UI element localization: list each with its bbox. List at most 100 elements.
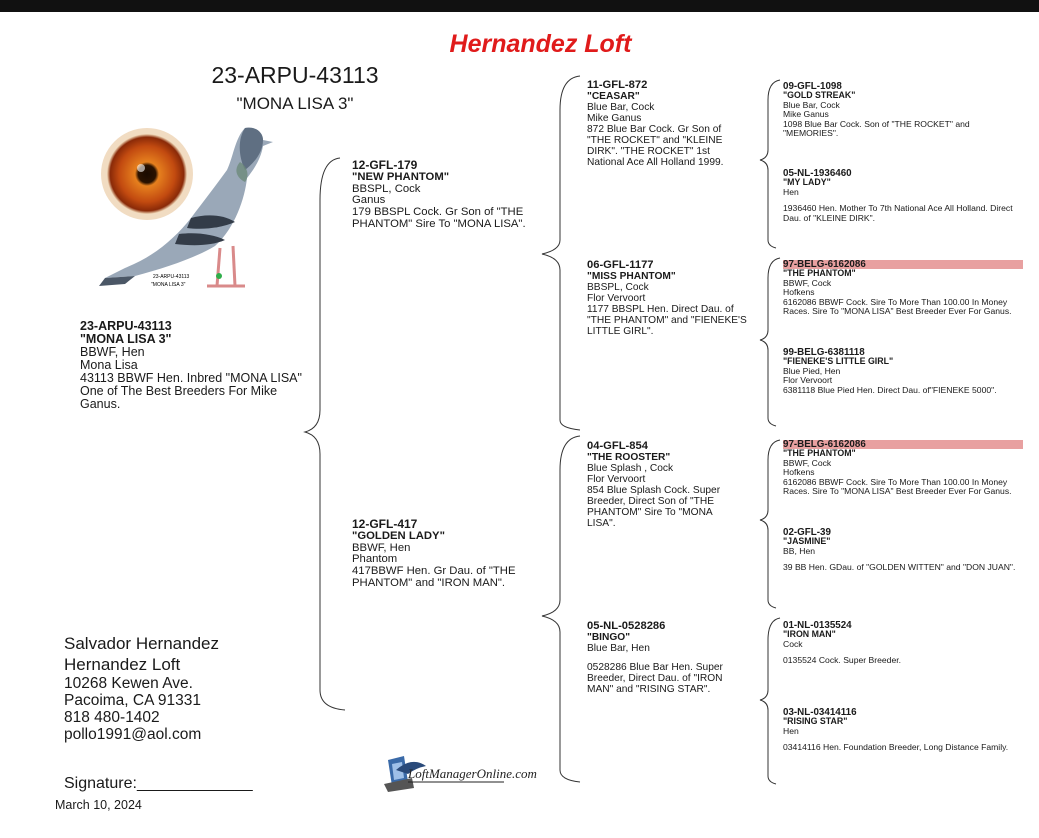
bird-name: "GOLD STREAK" — [783, 90, 856, 101]
loft-title: Hernandez Loft — [449, 30, 632, 58]
bird-color: BBWF, Cock — [783, 277, 832, 288]
bird-strain: Hofkens — [783, 467, 815, 478]
dam-bird: 12-GFL-417 "GOLDEN LADY" BBWF, Hen Phant… — [352, 517, 537, 590]
bird-color: Blue Bar, Cock — [783, 99, 840, 110]
gen1-bird: 23-ARPU-43113 "MONA LISA 3" BBWF, Hen Mo… — [80, 320, 305, 411]
bracket-gen3-1 — [759, 79, 781, 249]
bird-notes: 1098 Blue Bar Cock. Son of "THE ROCKET" … — [783, 118, 970, 139]
bird-name: "THE PHANTOM" — [783, 268, 856, 279]
bracket-gen3-2 — [759, 257, 781, 427]
owner-address-1: 10268 Kewen Ave. — [64, 675, 193, 692]
bird-color: BBWF, Cock — [783, 457, 832, 468]
bird-band: 05-NL-1936460 — [783, 168, 852, 179]
gen3-bird-2: 06-GFL-1177 "MISS PHANTOM" BBSPL, Cock F… — [587, 259, 747, 337]
bird-name: "MY LADY" — [783, 177, 831, 188]
bird-notes: 179 BBSPL Cock. Gr Son of "THE PHANTOM" … — [352, 206, 526, 230]
bracket-gen1 — [303, 157, 346, 711]
gen3-bird-1: 11-GFL-872 "CEASAR" Blue Bar, Cock Mike … — [587, 79, 737, 168]
loftmanager-logo-icon — [384, 756, 504, 792]
bird-color: Cock — [783, 638, 803, 649]
bracket-gen3-3 — [759, 439, 781, 609]
bird-notes: 03414116 Hen. Foundation Breeder, Long D… — [783, 742, 1009, 753]
owner-email: pollo1991@aol.com — [64, 726, 202, 743]
bird-name: "RISING STAR" — [783, 716, 848, 727]
bird-band: 04-GFL-854 — [587, 440, 648, 452]
bird-notes: 6162086 BBWF Cock. Sire To More Than 100… — [783, 476, 1012, 497]
bird-strain: Flor Vervoort — [587, 293, 646, 304]
bird-notes: 1177 BBSPL Hen. Direct Dau. of "THE PHAN… — [587, 304, 747, 337]
owner-name: Salvador Hernandez — [64, 634, 219, 653]
bracket-dam — [541, 435, 581, 783]
bird-name: "THE PHANTOM" — [783, 448, 856, 459]
bird-notes: 6162086 BBWF Cock. Sire To More Than 100… — [783, 296, 1012, 317]
bird-color: Blue Pied, Hen — [783, 365, 841, 376]
bird-color: Blue Bar, Cock — [587, 102, 655, 113]
bird-notes: 1936460 Hen. Mother To 7th National Ace … — [783, 203, 1013, 223]
owner-phone: 818 480-1402 — [64, 709, 160, 726]
bird-color: BBWF, Hen — [352, 541, 411, 554]
gen4-bird-4: 99-BELG-6381118 "FIENEKE'S LITTLE GIRL" … — [783, 347, 1023, 395]
bird-strain: Mike Ganus — [587, 113, 642, 124]
bird-notes: 854 Blue Splash Cock. Super Breeder, Dir… — [587, 485, 721, 529]
bird-band: 03-NL-03414116 — [783, 707, 857, 718]
bracket-sire — [541, 75, 581, 431]
owner-info: Salvador Hernandez Hernandez Loft 10268 … — [64, 633, 219, 743]
bird-band: 12-GFL-417 — [352, 517, 418, 531]
bird-color: Blue Bar, Hen — [587, 643, 650, 654]
gen3-bird-3: 04-GFL-854 "THE ROOSTER" Blue Splash , C… — [587, 440, 735, 529]
subject-name: "MONA LISA 3" — [236, 94, 354, 113]
gen4-bird-5: 97-BELG-6162086 "THE PHANTOM" BBWF, Cock… — [783, 439, 1025, 497]
bird-color: BBWF, Hen — [80, 345, 145, 359]
photo-caption-name: "MONA LISA 3" — [151, 282, 186, 288]
subject-band: 23-ARPU-43113 — [211, 62, 379, 88]
bird-strain: Ganus — [352, 194, 386, 207]
bird-name: "NEW PHANTOM" — [352, 170, 450, 183]
bird-color: BB, Hen — [783, 545, 816, 556]
bird-notes: 0528286 Blue Bar Hen. Super Breeder, Dir… — [587, 662, 723, 695]
bird-name: "CEASAR" — [587, 91, 640, 102]
bird-color: BBSPL, Cock — [352, 182, 421, 195]
bird-band: 06-GFL-1177 — [587, 259, 654, 271]
print-date: March 10, 2024 — [55, 798, 142, 812]
bird-strain: Mike Ganus — [783, 109, 829, 120]
pigeon-photo: 23-ARPU-43113 "MONA LISA 3" — [99, 127, 273, 288]
bird-band: 02-GFL-39 — [783, 527, 831, 538]
gen3-bird-4: 05-NL-0528286 "BINGO" Blue Bar, Hen 0528… — [587, 620, 735, 695]
bird-name: "GOLDEN LADY" — [352, 529, 445, 542]
gen4-bird-7: 01-NL-0135524 "IRON MAN" Cock 0135524 Co… — [783, 620, 1023, 666]
bird-color: BBSPL, Cock — [587, 282, 649, 293]
owner-loft: Hernandez Loft — [64, 655, 181, 674]
signature-line: Signature:_____________ — [64, 775, 253, 792]
photo-caption-band: 23-ARPU-43113 — [153, 274, 190, 280]
bird-name: "MONA LISA 3" — [80, 332, 172, 346]
bird-band: 97-BELG-6162086 — [783, 259, 1023, 270]
bird-strain: Flor Vervoort — [587, 474, 646, 485]
bracket-gen3-4 — [759, 617, 781, 785]
bird-band: 97-BELG-6162086 — [783, 439, 1023, 450]
bird-notes: 0135524 Cock. Super Breeder. — [783, 655, 902, 666]
gen4-bird-8: 03-NL-03414116 "RISING STAR" Hen 0341411… — [783, 707, 1023, 753]
gen4-bird-1: 09-GFL-1098 "GOLD STREAK" Blue Bar, Cock… — [783, 81, 1023, 139]
bird-notes: 417BBWF Hen. Gr Dau. of "THE PHANTOM" an… — [352, 565, 516, 589]
bird-band: 05-NL-0528286 — [587, 620, 666, 632]
bird-band: 11-GFL-872 — [587, 79, 648, 91]
sire-bird: 12-GFL-179 "NEW PHANTOM" BBSPL, Cock Gan… — [352, 158, 537, 231]
bird-strain: Mona Lisa — [80, 358, 138, 372]
gen4-bird-2: 05-NL-1936460 "MY LADY" Hen 1936460 Hen.… — [783, 168, 1023, 223]
loftmanager-logo-text: LoftManagerOnline.com — [408, 766, 537, 781]
bird-name: "BINGO" — [587, 632, 631, 643]
top-bar — [0, 0, 1039, 12]
bird-band: 12-GFL-179 — [352, 158, 418, 172]
bird-band: 09-GFL-1098 — [783, 81, 842, 92]
bird-name: "THE ROOSTER" — [587, 452, 671, 463]
gen4-bird-6: 02-GFL-39 "JASMINE" BB, Hen 39 BB Hen. G… — [783, 527, 1023, 573]
bird-notes: 872 Blue Bar Cock. Gr Son of "THE ROCKET… — [587, 124, 724, 168]
bird-band: 01-NL-0135524 — [783, 620, 852, 631]
bird-color: Hen — [783, 725, 799, 736]
bird-notes: 39 BB Hen. GDau. of "GOLDEN WITTEN" and … — [783, 562, 1016, 573]
gen4-bird-3: 97-BELG-6162086 "THE PHANTOM" BBWF, Cock… — [783, 259, 1025, 317]
bird-color: Blue Splash , Cock — [587, 463, 674, 474]
bird-color: Hen — [783, 186, 799, 197]
bird-strain: Flor Vervoort — [783, 375, 833, 386]
